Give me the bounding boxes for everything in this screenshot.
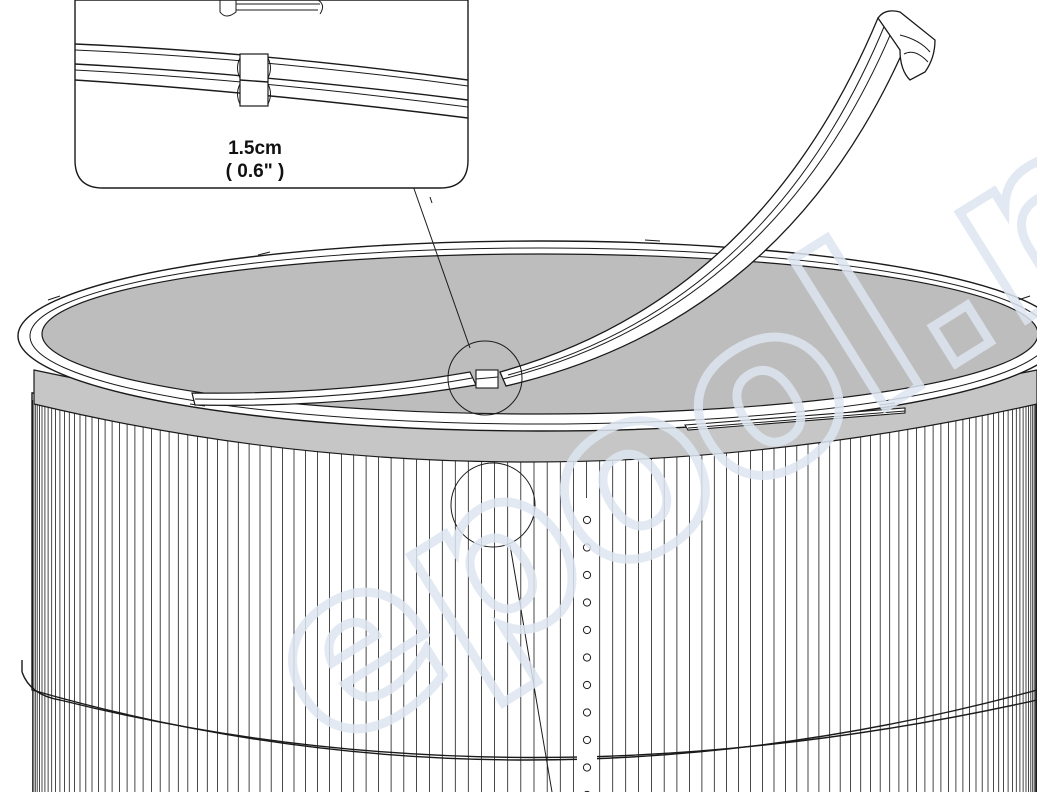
gap-measurement-label: 1.5cm (228, 138, 282, 159)
rivet-icon (582, 598, 592, 607)
detail-callout: 1.5cm ( 0.6" ) (74, 0, 469, 189)
leader-line-bottom (509, 544, 553, 792)
wall-rivet-column (577, 498, 597, 792)
detail-circle-joint (447, 340, 523, 416)
leader-line-top (411, 182, 471, 349)
rivet-icon (582, 735, 592, 745)
rivet-icon (582, 708, 592, 717)
curved-top-rail-icon (191, 10, 936, 406)
rivet-icon (582, 625, 592, 635)
rivet-icon (582, 653, 592, 662)
rivet-icon (582, 763, 592, 772)
gap-measurement-imperial-label: ( 0.6" ) (226, 161, 285, 182)
rail-connector-icon (475, 369, 499, 389)
rivet-icon (582, 570, 592, 580)
detail-circle-wall (450, 462, 536, 548)
pool-top-ellipse (17, 239, 1037, 432)
rivet-icon (582, 680, 592, 690)
rivet-icon (582, 515, 592, 525)
rivet-seam-strip (577, 498, 597, 792)
rivet-icon (582, 543, 592, 552)
